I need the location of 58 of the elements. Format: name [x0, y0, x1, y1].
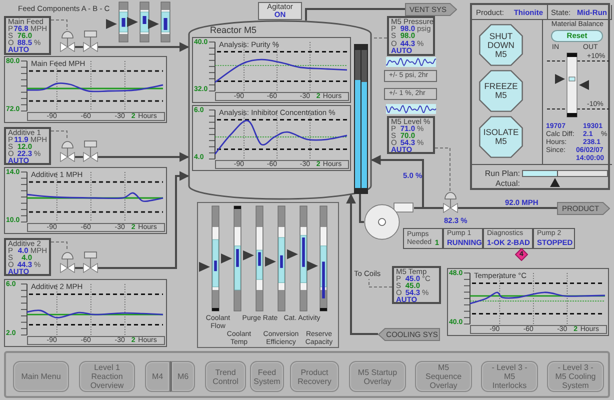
signal-line — [50, 130, 68, 140]
controller-faceplate — [4, 16, 51, 55]
control-valve — [443, 191, 458, 213]
control-valve — [60, 251, 75, 273]
block-valve — [83, 140, 98, 162]
status-cell — [403, 228, 443, 249]
status-cell — [483, 228, 533, 249]
flow-arrow — [346, 194, 378, 335]
pipe-line — [75, 267, 83, 269]
pipe-line — [458, 207, 557, 209]
controller-faceplate — [4, 238, 51, 276]
nav-button: Level 1 Reaction Overview — [79, 361, 135, 392]
block-valve — [83, 30, 98, 52]
nav-button: M4 — [145, 361, 170, 392]
control-valve — [60, 140, 75, 162]
flow-arrow — [370, 155, 424, 209]
flow-arrow — [98, 171, 190, 269]
command-button: ISOLATE M5 — [479, 116, 523, 158]
pipe-line — [75, 156, 83, 158]
controller-faceplate — [4, 127, 51, 165]
flow-arrow — [98, 152, 190, 162]
block-valve — [83, 251, 98, 273]
pipe-line — [305, 8, 405, 21]
control-panel — [470, 3, 610, 190]
controller-faceplate — [387, 16, 435, 56]
gauge-panel — [197, 202, 339, 348]
reactor-vessel — [188, 20, 372, 200]
agitator-status — [258, 2, 302, 20]
field-label: Actual: — [494, 179, 520, 188]
nav-button: Product Recovery — [290, 361, 339, 392]
nav-button: - Level 3 - M5 Interlocks — [481, 361, 538, 392]
command-button: FREEZE M5 — [479, 70, 523, 112]
nav-button: M6 — [170, 361, 195, 392]
header-cell — [472, 5, 548, 20]
signal-line — [50, 20, 68, 30]
nav-button: Main Menu — [13, 361, 69, 392]
status-cell — [443, 228, 483, 249]
vessel-title: Reactor M5 — [210, 25, 257, 35]
nav-button: M5 Sequence Overlay — [415, 361, 472, 392]
status-cell — [533, 228, 575, 249]
controller-faceplate — [387, 116, 435, 154]
header-cell — [547, 5, 612, 20]
signal-line — [434, 148, 450, 192]
signal-line — [368, 278, 392, 288]
nav-button: Trend Control — [205, 361, 246, 392]
nav-button: Feed System — [250, 361, 284, 392]
command-button: SHUT DOWN M5 — [479, 24, 523, 66]
flow-arrow — [98, 42, 190, 52]
nav-button: - Level 3 - M5 Cooling System — [547, 361, 604, 392]
field-label: Run Plan: — [484, 169, 520, 178]
nav-button: M5 Startup Overlay — [349, 361, 406, 392]
control-valve — [60, 30, 75, 52]
pipe-line — [75, 46, 83, 48]
controller-faceplate — [392, 266, 441, 304]
pipe-line — [359, 192, 364, 223]
signal-line — [50, 242, 68, 252]
navigation-bar — [4, 351, 610, 398]
material-balance-panel — [542, 19, 612, 165]
